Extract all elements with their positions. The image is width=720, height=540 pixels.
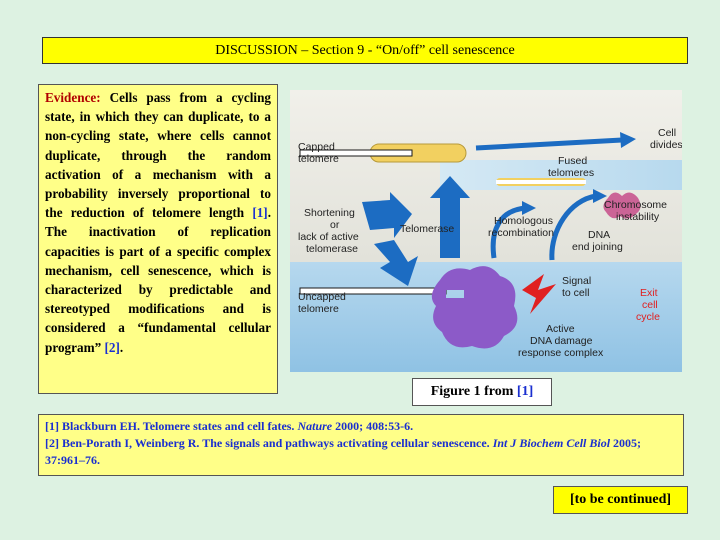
label-cell-divides-2: divides <box>650 139 682 151</box>
label-uncapped-telomere-1: Uncapped <box>298 291 346 303</box>
reference-1: [1] Blackburn EH. Telomere states and ce… <box>45 418 677 435</box>
label-chromosome-1: Chromosome <box>604 199 667 211</box>
figure-caption: Figure 1 from [1] <box>412 378 552 406</box>
label-shortening-4: telomerase <box>306 243 358 255</box>
reference-1-tail: 2000; 408:53-6. <box>332 419 414 433</box>
end-joining-arrow <box>549 193 597 261</box>
label-telomerase: Telomerase <box>400 223 454 235</box>
evidence-ref-2[interactable]: [2] <box>104 339 120 355</box>
label-shortening-1: Shortening <box>304 207 355 219</box>
slide-title: DISCUSSION – Section 9 - “On/off” cell s… <box>42 37 688 64</box>
label-exit-2: cell <box>642 299 658 311</box>
reference-1-main: [1] Blackburn EH. Telomere states and ce… <box>45 419 298 433</box>
label-chromosome-2: instability <box>616 211 660 223</box>
shortening-arrow <box>362 192 412 238</box>
reference-2-journal: Int J Biochem Cell Biol <box>492 436 611 450</box>
label-uncapped-telomere-2: telomere <box>298 303 339 315</box>
cell-divides-arrow <box>475 137 623 151</box>
label-capped-telomere-1: Capped <box>298 141 335 153</box>
label-homologous-1: Homologous <box>494 215 553 227</box>
reference-2-main: [2] Ben-Porath I, Weinberg R. The signal… <box>45 436 493 450</box>
label-fused-telomeres-2: telomeres <box>548 167 594 179</box>
label-exit-1: Exit <box>640 287 658 299</box>
label-shortening-2: or <box>330 219 340 231</box>
telomerase-arrow-up <box>430 176 470 258</box>
label-exit-3: cycle <box>636 311 660 323</box>
evidence-label: Evidence: <box>45 90 101 105</box>
label-homologous-2: recombination <box>488 227 554 239</box>
evidence-ref-1[interactable]: [1] <box>252 205 268 221</box>
fused-telomeres-icon <box>496 178 586 186</box>
telomere-figure: Capped telomere Cell divides Fused telom… <box>290 90 682 372</box>
label-active-2: DNA damage <box>530 335 593 347</box>
reference-2-tail: 2005; 37:961–76. <box>45 436 642 467</box>
label-fused-telomeres-1: Fused <box>558 155 587 167</box>
evidence-box: Evidence: Cells pass from a cycling stat… <box>38 84 278 394</box>
signal-lightning-icon <box>522 274 556 314</box>
evidence-text-2: . The inactivation of replication capaci… <box>45 205 271 355</box>
label-dna-end-joining-1: DNA <box>588 229 610 241</box>
cell-divides-arrowhead <box>620 132 636 148</box>
capped-telomere-icon <box>299 143 467 163</box>
label-cell-divides-1: Cell <box>658 127 676 139</box>
caption-text: Figure 1 from <box>430 384 517 399</box>
evidence-text-1: Cells pass from a cycling state, in whic… <box>45 90 272 221</box>
references-box: [1] Blackburn EH. Telomere states and ce… <box>38 414 684 476</box>
label-signal-1: Signal <box>562 275 591 287</box>
reference-1-journal: Nature <box>297 419 333 433</box>
label-active-3: response complex <box>518 347 604 359</box>
chromosome-instability-icon <box>603 192 641 219</box>
caption-ref[interactable]: [1] <box>516 384 534 399</box>
dna-damage-complex-icon <box>431 266 518 349</box>
recombination-arrow <box>490 205 527 259</box>
telomerase-arrow <box>374 240 418 286</box>
label-signal-2: to cell <box>562 287 589 299</box>
end-joining-arrowhead <box>593 189 607 203</box>
reference-2: [2] Ben-Porath I, Weinberg R. The signal… <box>45 435 677 469</box>
label-active-1: Active <box>546 323 575 335</box>
evidence-text-3: . <box>119 339 124 355</box>
continued-button[interactable]: [to be continued] <box>553 486 688 514</box>
label-dna-end-joining-2: end joining <box>572 241 623 253</box>
label-shortening-3: lack of active <box>298 231 359 243</box>
label-capped-telomere-2: telomere <box>298 153 339 165</box>
recombination-arrowhead <box>522 201 536 215</box>
